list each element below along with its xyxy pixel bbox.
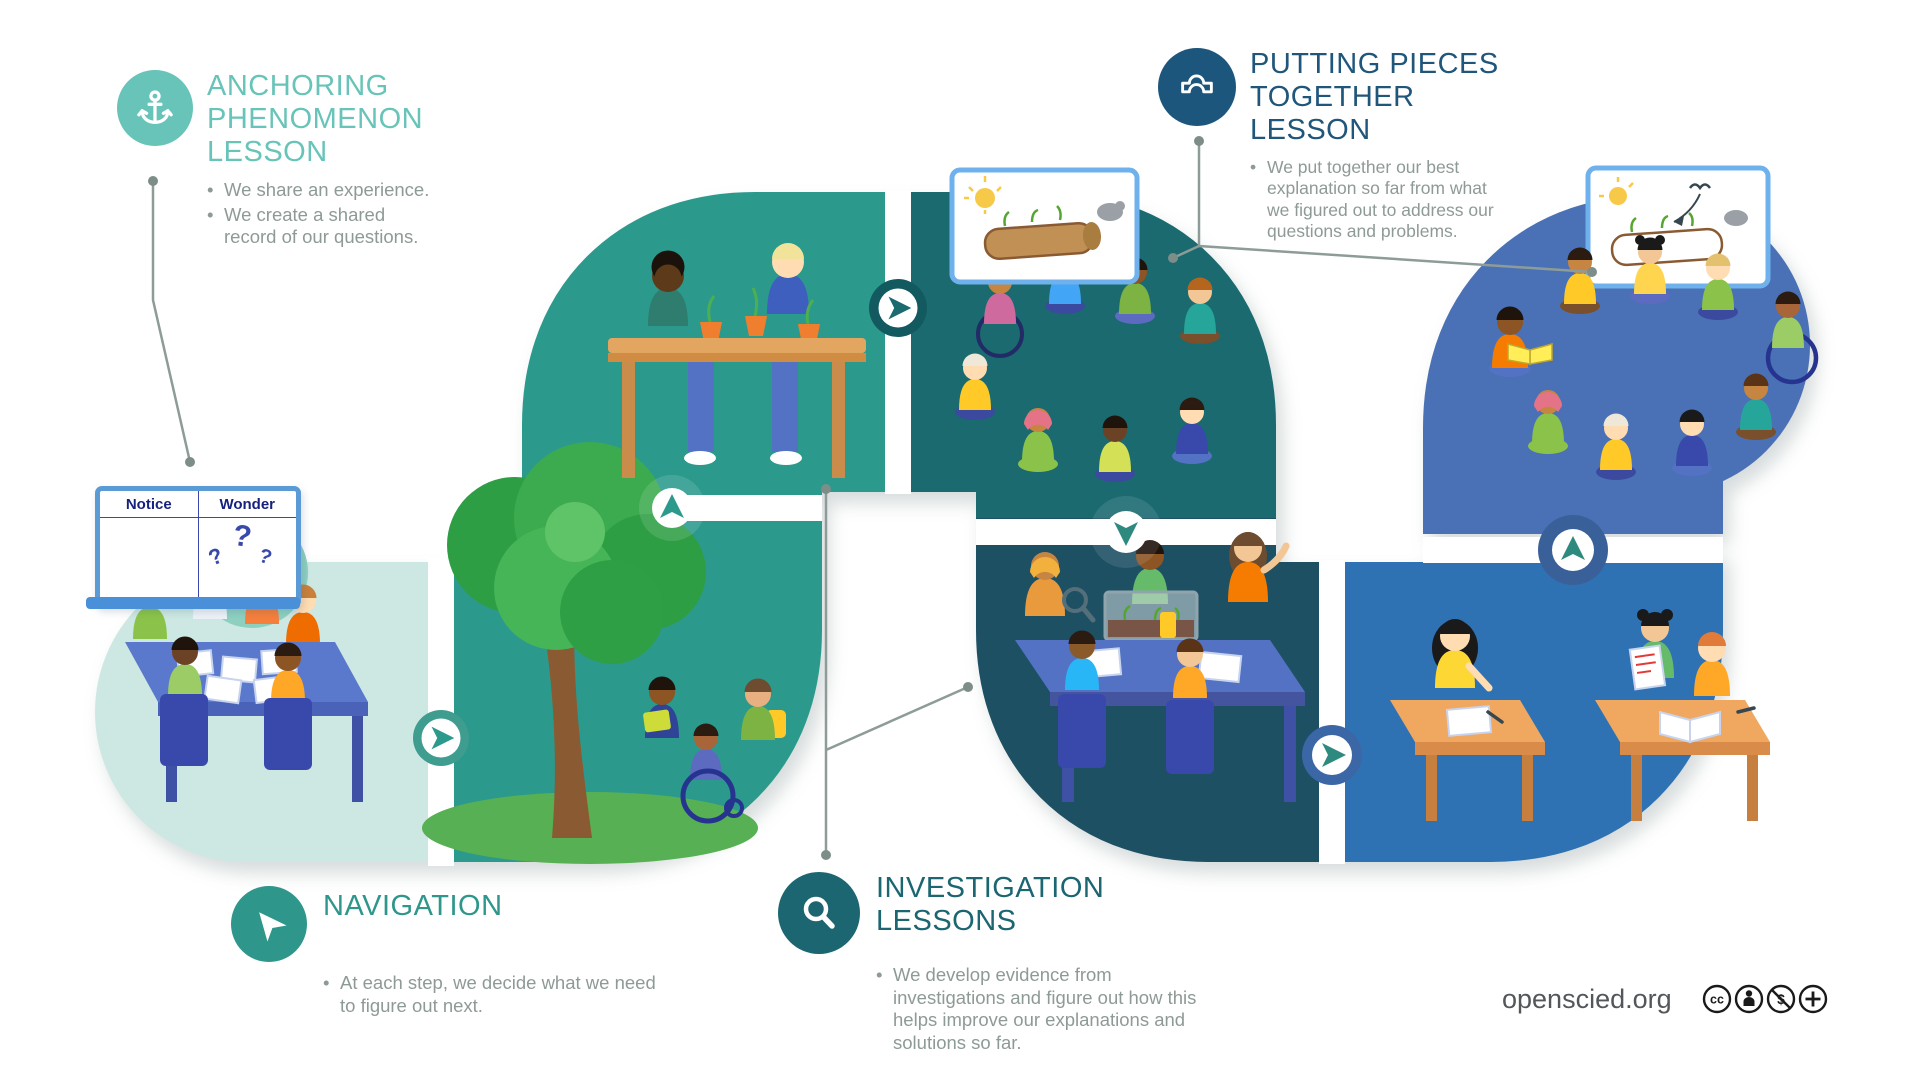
- question-mark: ?: [204, 542, 226, 571]
- anchor-icon: [117, 70, 193, 146]
- bullet-item: We put together our best explanation so …: [1250, 157, 1508, 242]
- bullet-item: At each step, we decide what we need to …: [323, 972, 673, 1017]
- section-bullets: We develop evidence from investigations …: [876, 964, 1228, 1054]
- navigation-arrow-icon: [231, 886, 307, 962]
- bullet-item: We create a shared record of our questio…: [207, 204, 437, 249]
- section-title: PUTTING PIECES TOGETHER LESSON: [1250, 48, 1499, 147]
- step-arrow-3-right-icon: [869, 279, 927, 337]
- section-title: INVESTIGATION LESSONS: [876, 872, 1105, 938]
- putting-pieces-section: PUTTING PIECES TOGETHER LESSON We put to…: [1158, 48, 1558, 245]
- website-url: openscied.org: [1502, 983, 1672, 1014]
- section-title: NAVIGATION: [323, 890, 503, 922]
- anchoring-phenomenon-section: ANCHORING PHENOMENON LESSON We share an …: [117, 70, 477, 251]
- step-arrow-1-right-icon: [413, 710, 469, 766]
- illustration-reading-circle: [1489, 235, 1819, 480]
- investigation-section: INVESTIGATION LESSONS We develop evidenc…: [778, 872, 1218, 1056]
- bullet-item: We develop evidence from investigations …: [876, 964, 1228, 1054]
- illustration-investigation-table: [1015, 532, 1305, 802]
- step-arrow-5-right-icon: [1302, 725, 1362, 785]
- illustration-tree-walking-kids: [422, 442, 786, 864]
- navigation-section: NAVIGATION At each step, we decide what …: [231, 886, 661, 1019]
- step-arrow-4-down-icon: [1090, 496, 1162, 568]
- log-whiteboard-1: [949, 167, 1140, 285]
- illustration-writing-desks: [1390, 609, 1770, 821]
- illustration-planting-table: [608, 243, 866, 478]
- step-arrow-2-up-icon: [639, 475, 705, 541]
- notice-wonder-board: Notice Wonder ? ? ?: [95, 486, 301, 608]
- notice-column-header: Notice: [100, 491, 198, 518]
- step-arrow-6-up-icon: [1538, 515, 1608, 585]
- section-bullets: We share an experience. We create a shar…: [207, 179, 437, 249]
- section-bullets: We put together our best explanation so …: [1250, 157, 1508, 242]
- path-step-arrows: [413, 279, 1608, 785]
- cc-by-icon: [1734, 984, 1763, 1014]
- question-mark: ?: [230, 518, 254, 555]
- log-whiteboard-2: [1585, 165, 1771, 289]
- section-bullets: At each step, we decide what we need to …: [323, 972, 673, 1017]
- cc-nc-icon: [1766, 984, 1795, 1014]
- wonder-column-header: Wonder: [198, 491, 296, 518]
- section-title: ANCHORING PHENOMENON LESSON: [207, 70, 424, 169]
- svg-text:cc: cc: [1710, 993, 1724, 1007]
- cc-icon: [1702, 984, 1731, 1014]
- magnifier-icon: [778, 872, 860, 954]
- wonder-column-cell: ? ? ?: [199, 518, 297, 603]
- cc-plus-icon: [1798, 984, 1827, 1014]
- notice-column-cell: [100, 518, 198, 603]
- whiteboard-base: [86, 597, 300, 609]
- puzzle-icon: [1158, 48, 1236, 126]
- footer: openscied.org cc $: [1502, 975, 1832, 1023]
- question-mark: ?: [255, 544, 274, 570]
- label-connector-lines: [151, 141, 1593, 855]
- bullet-item: We share an experience.: [207, 179, 437, 202]
- connector-dots: [148, 136, 1597, 860]
- creative-commons-license-icons: cc $: [1702, 984, 1827, 1014]
